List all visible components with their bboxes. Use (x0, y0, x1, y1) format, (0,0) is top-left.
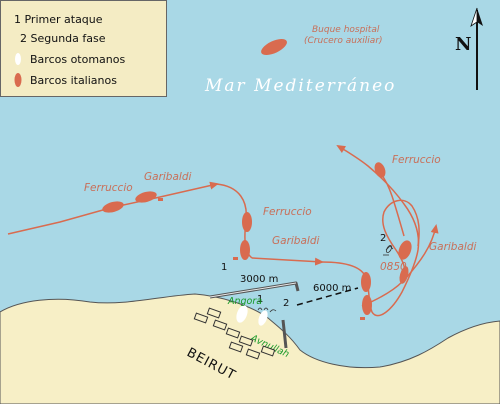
torpedo-marks-right (383, 244, 394, 256)
legend-italian: Barcos italianos (30, 74, 117, 87)
distance-6000-line (296, 287, 359, 306)
ship-debris-b (233, 257, 238, 260)
ne-track-arrow (405, 224, 439, 279)
phase-label-2-right: 2 (380, 233, 386, 244)
distance-6000: 6000 m (313, 283, 351, 294)
harbor-run-track (251, 257, 324, 266)
second-track (361, 199, 420, 307)
distance-3000: 3000 m (240, 274, 278, 285)
legend-phase2: 2 Segunda fase (20, 32, 106, 45)
phase-label-1-left: 1 (221, 262, 227, 273)
phase-label-1-harbor: 1 (257, 294, 263, 305)
hospital-ship-label-2: (Crucero auxiliar) (304, 36, 383, 46)
legend-ottoman-icon (15, 53, 21, 65)
hospital-ship (261, 38, 287, 56)
ship-avnillah (258, 310, 268, 326)
legend-box (0, 0, 167, 97)
label-garibaldi-c: Garibaldi (429, 241, 476, 253)
time-label: 0850 (380, 261, 407, 273)
legend-phase1: 1 Primer ataque (14, 13, 103, 26)
label-angora: Angora (227, 296, 262, 307)
label-ferruccio-b: Ferruccio (263, 206, 312, 218)
north-label: N (455, 34, 471, 55)
ship-ferruccio-d (361, 272, 371, 292)
north-arrow-icon: N (455, 7, 483, 90)
city-buildings (193, 307, 276, 360)
ship-debris-d (360, 317, 365, 320)
pier (281, 319, 288, 349)
ship-ferruccio-a (102, 201, 124, 213)
breakwater-inner (209, 282, 297, 298)
ship-garibaldi-d (362, 295, 372, 315)
ship-angora (236, 305, 248, 323)
label-garibaldi-b: Garibaldi (272, 235, 319, 247)
legend-italian-icon (14, 73, 22, 87)
legend-ottoman: Barcos otomanos (30, 53, 126, 66)
ship-debris-a (158, 198, 163, 201)
phase-label-2-harbor: 2 (283, 298, 289, 309)
ship-garibaldi-b (240, 240, 250, 260)
ship-ferruccio-b (242, 212, 252, 232)
label-ferruccio-c: Ferruccio (392, 154, 441, 166)
label-garibaldi-a: Garibaldi (144, 171, 191, 183)
ship-garibaldi-c (398, 240, 412, 260)
torpedo-marks-harbor (257, 307, 277, 313)
sea-name: Mar Mediterráneo (204, 76, 396, 96)
label-ferruccio-a: Ferruccio (84, 182, 133, 194)
ship-garibaldi-a (135, 191, 157, 203)
ship-ferruccio-c (374, 162, 386, 178)
ship-track-marker (399, 266, 409, 284)
hospital-ship-label-1: Buque hospital (312, 25, 380, 35)
